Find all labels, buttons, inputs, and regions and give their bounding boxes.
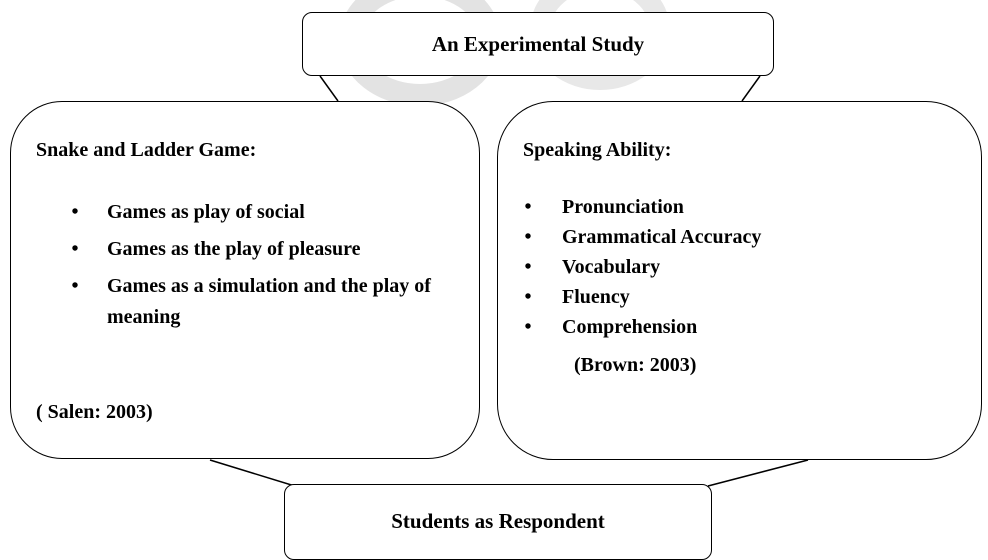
- list-item: • Fluency: [518, 282, 958, 312]
- top-box: An Experimental Study: [302, 12, 774, 76]
- list-item-text: Games as a simulation and the play of me…: [107, 275, 431, 328]
- bullet-dot-icon: •: [524, 316, 532, 338]
- list-item: • Grammatical Accuracy: [518, 222, 958, 252]
- bullet-dot-icon: •: [71, 238, 79, 260]
- list-item: • Comprehension: [518, 312, 958, 342]
- connector-bottom-left: [209, 459, 299, 488]
- connector-top-right: [741, 75, 761, 102]
- right-box-citation: (Brown: 2003): [574, 354, 697, 376]
- list-item: • Games as the play of pleasure: [65, 234, 465, 265]
- list-item: • Games as a simulation and the play of …: [65, 271, 465, 333]
- left-box-list: • Games as play of social • Games as the…: [65, 197, 465, 339]
- list-item-text: Comprehension: [562, 316, 698, 338]
- bullet-dot-icon: •: [524, 226, 532, 248]
- bullet-dot-icon: •: [71, 275, 79, 297]
- left-box-citation: ( Salen: 2003): [36, 401, 153, 423]
- top-box-title: An Experimental Study: [431, 31, 645, 56]
- right-box: Speaking Ability: • Pronunciation • Gram…: [497, 101, 982, 460]
- bullet-dot-icon: •: [524, 256, 532, 278]
- list-item-text: Vocabulary: [562, 256, 661, 278]
- list-item-text: Fluency: [562, 286, 630, 308]
- left-box-heading: Snake and Ladder Game:: [36, 139, 257, 161]
- list-item-text: Games as play of social: [107, 201, 305, 223]
- right-box-heading: Speaking Ability:: [523, 139, 672, 161]
- bullet-dot-icon: •: [71, 201, 79, 223]
- list-item: • Games as play of social: [65, 197, 465, 228]
- bottom-box-title: Students as Respondent: [391, 509, 605, 533]
- list-item-text: Grammatical Accuracy: [562, 226, 762, 248]
- list-item: • Vocabulary: [518, 252, 958, 282]
- bullet-dot-icon: •: [524, 196, 532, 218]
- list-item: • Pronunciation: [518, 192, 958, 222]
- list-item-text: Pronunciation: [562, 196, 684, 218]
- connector-top-left: [319, 75, 339, 102]
- connector-bottom-right: [707, 459, 809, 487]
- bottom-box: Students as Respondent: [284, 484, 712, 560]
- bullet-dot-icon: •: [524, 286, 532, 308]
- connector-lines: [209, 75, 809, 488]
- list-item-text: Games as the play of pleasure: [107, 238, 361, 260]
- right-box-list: • Pronunciation • Grammatical Accuracy •…: [518, 192, 958, 342]
- left-box: Snake and Ladder Game: • Games as play o…: [10, 101, 480, 459]
